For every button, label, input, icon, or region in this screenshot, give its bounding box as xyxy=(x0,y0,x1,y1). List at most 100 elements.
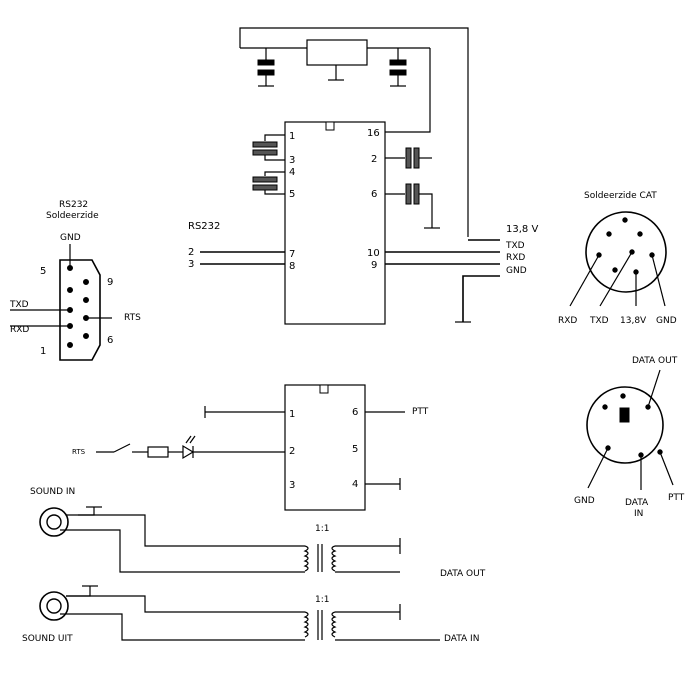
cap-c2-wire xyxy=(264,171,285,176)
rxd-label: RXD xyxy=(506,253,525,263)
cap-right-plate-top xyxy=(389,59,407,66)
led-symbol xyxy=(182,444,195,460)
db9-pin-hole xyxy=(67,265,73,271)
data-in-label: DATA IN xyxy=(444,634,479,644)
cat-connector: Soldeerzide CAT RXD TXD 13,8V GND xyxy=(558,191,677,326)
supply-wire xyxy=(239,27,469,237)
rts-switch xyxy=(113,443,131,453)
ic-pin-label: 3 xyxy=(289,155,295,166)
opto-pin-label: 2 xyxy=(289,446,295,457)
cat-gnd-label: GND xyxy=(656,316,677,326)
sound-in-section: SOUND IN 1:1 DATA OUT xyxy=(30,487,486,579)
txd-label: TXD xyxy=(505,241,525,251)
db9-connector: RS232 Soldeerzide GND 5 9 TXD RXD RTS 1 … xyxy=(9,200,141,361)
cat-gnd-wire xyxy=(651,254,666,307)
din-gnd-label: GND xyxy=(574,496,595,506)
cap-c1-wire xyxy=(264,134,285,141)
transformer1-ratio: 1:1 xyxy=(315,524,329,534)
sound-in-wire-b xyxy=(60,529,305,573)
din-data-connector: DATA OUT GND DATA IN PTT xyxy=(574,356,685,519)
cap-c3-plate-b xyxy=(413,147,420,169)
db9-pin5-label: 5 xyxy=(40,266,46,277)
opto-pin-label: 5 xyxy=(352,444,358,455)
sound-out-label: SOUND UIT xyxy=(22,634,73,644)
sound-in-sleeve-wire xyxy=(66,507,95,516)
led-ray xyxy=(189,435,196,444)
db9-txd-label: TXD xyxy=(9,300,29,310)
ic-pin-label: 7 xyxy=(289,249,295,260)
din-ptt-label: PTT xyxy=(668,493,685,503)
transformer2-primary xyxy=(303,611,309,638)
din-data-in-label-1: DATA xyxy=(625,498,649,508)
opto-pin-label: 1 xyxy=(289,409,295,420)
voltage-regulator-section xyxy=(239,27,469,237)
db9-pin1-label: 1 xyxy=(40,346,46,357)
series-resistor xyxy=(147,446,169,458)
sound-in-wire-a xyxy=(78,514,305,547)
cat-pin-hole xyxy=(612,267,618,273)
cap-left-plate-bottom xyxy=(257,69,275,76)
opto-pin-label: 4 xyxy=(352,479,358,490)
db9-subtitle: Soldeerzide xyxy=(46,211,99,221)
opto-notch xyxy=(319,384,329,394)
cap-c2-wire-b xyxy=(264,190,285,195)
regulator xyxy=(306,39,368,66)
db9-gnd-label: GND xyxy=(60,233,81,243)
sound-in-jack-inner xyxy=(46,514,62,530)
cap-c3-plate-a xyxy=(405,147,412,169)
din-shell xyxy=(586,386,664,464)
voltage-label: 13,8 V xyxy=(506,224,538,235)
din-pin-hole xyxy=(620,393,626,399)
db9-pin-hole xyxy=(67,342,73,348)
cat-rxd-wire xyxy=(569,254,600,307)
ic-pin-label: 5 xyxy=(289,189,295,200)
db9-pin-hole xyxy=(67,307,73,313)
cat-pin-hole xyxy=(622,217,628,223)
db9-pin-hole xyxy=(67,323,73,329)
db9-rts-label: RTS xyxy=(124,313,141,323)
transformer2-ratio: 1:1 xyxy=(315,595,329,605)
gnd-label: GND xyxy=(506,266,527,276)
optocoupler-ic: 1 2 3 6 5 4 PTT RTS xyxy=(72,384,429,511)
cat-txd-wire xyxy=(599,251,633,307)
opto-body xyxy=(284,384,366,511)
sound-out-wire-a xyxy=(66,595,305,613)
cap-c2-plate-a xyxy=(252,176,278,183)
din-pin-hole xyxy=(602,404,608,410)
ic-pin-label: 10 xyxy=(367,248,380,259)
transformer1-secondary xyxy=(331,545,337,572)
transformer2-secondary xyxy=(331,611,337,638)
db9-pin9-label: 9 xyxy=(107,277,113,288)
din-ptt-wire xyxy=(659,451,674,486)
db9-shell xyxy=(59,259,101,361)
cat-rxd-label: RXD xyxy=(558,316,577,326)
opto-ptt-label: PTT xyxy=(412,407,429,417)
din-key xyxy=(619,407,630,423)
cat-voltage-label: 13,8V xyxy=(620,316,647,326)
sound-out-section: SOUND UIT 1:1 DATA IN xyxy=(22,585,479,644)
sound-out-wire-b xyxy=(60,613,305,641)
din-data-out-label: DATA OUT xyxy=(632,356,678,366)
ic-pin-label: 8 xyxy=(289,261,295,272)
ic-notch xyxy=(325,121,335,131)
cap-c1-plate-b xyxy=(252,149,278,156)
din-gnd-wire xyxy=(587,447,609,489)
rs232-pin2-label: 2 xyxy=(188,247,194,258)
db9-rxd-label: RXD xyxy=(10,325,29,335)
cap-right-plate-bottom xyxy=(389,69,407,76)
cat-shell xyxy=(585,211,667,293)
cap-c4-plate-a xyxy=(405,183,412,205)
led-ray xyxy=(185,435,192,444)
max232-ic: 1 3 4 5 7 8 16 2 6 10 9 RS232 2 3 xyxy=(188,121,538,325)
ic-pin-label: 1 xyxy=(289,131,295,142)
cap-c1-wire-b xyxy=(264,155,285,161)
sound-out-jack-inner xyxy=(46,598,62,614)
db9-pin-hole xyxy=(83,279,89,285)
db9-pin-hole xyxy=(83,315,89,321)
sound-out-sleeve-wire xyxy=(66,586,91,597)
cap-c4-wire-b xyxy=(419,193,433,228)
cap-c4-plate-b xyxy=(413,183,420,205)
transformer1-primary xyxy=(303,545,309,572)
din-data-out-wire xyxy=(647,369,661,408)
